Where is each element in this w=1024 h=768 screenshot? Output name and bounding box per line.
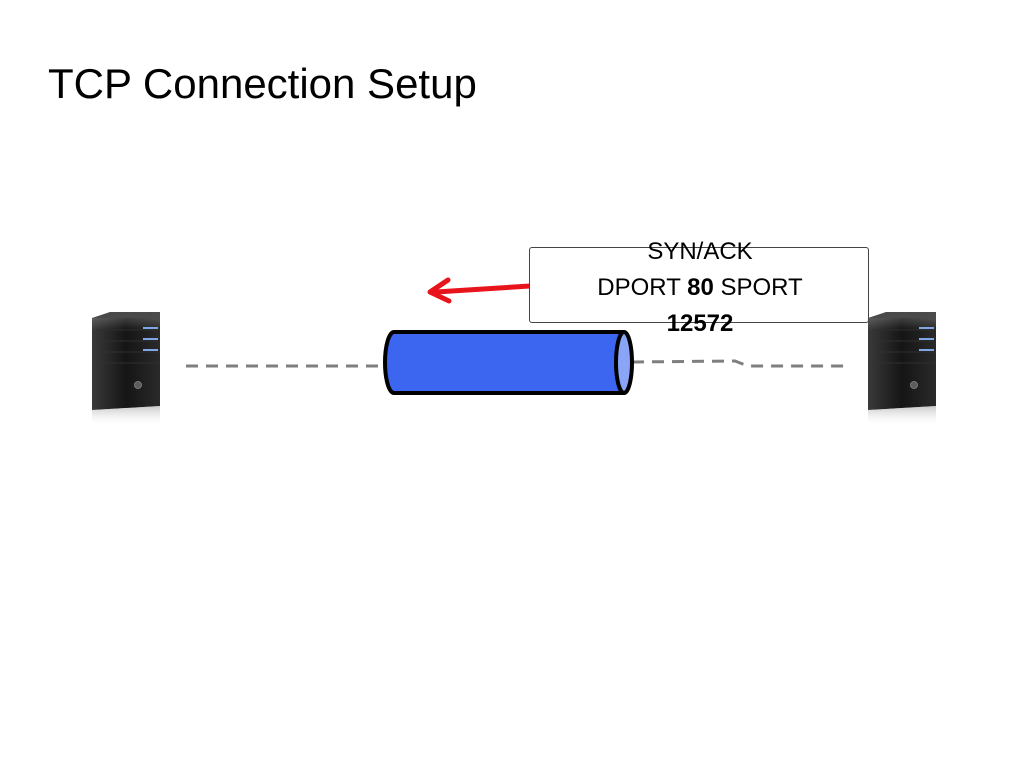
packet-flags: SYN/ACK [647, 238, 753, 265]
right-server-icon [868, 312, 936, 426]
sport-value: 12572 [666, 310, 734, 337]
packet-ports: DPORT 80 SPORT [529, 270, 871, 306]
dport-value: 80 [687, 274, 714, 301]
sport-label: SPORT [720, 274, 803, 301]
packet-label: SYN/ACK DPORT 80 SPORT 12572 [529, 234, 871, 342]
slide-title: TCP Connection Setup [48, 60, 477, 107]
packet-label-box [529, 247, 869, 323]
left-server-icon [92, 312, 160, 426]
right-dashed-link [631, 359, 850, 368]
dport-label: DPORT [597, 274, 681, 301]
left-arrow-icon [427, 277, 533, 304]
connection-pipe [383, 330, 634, 395]
